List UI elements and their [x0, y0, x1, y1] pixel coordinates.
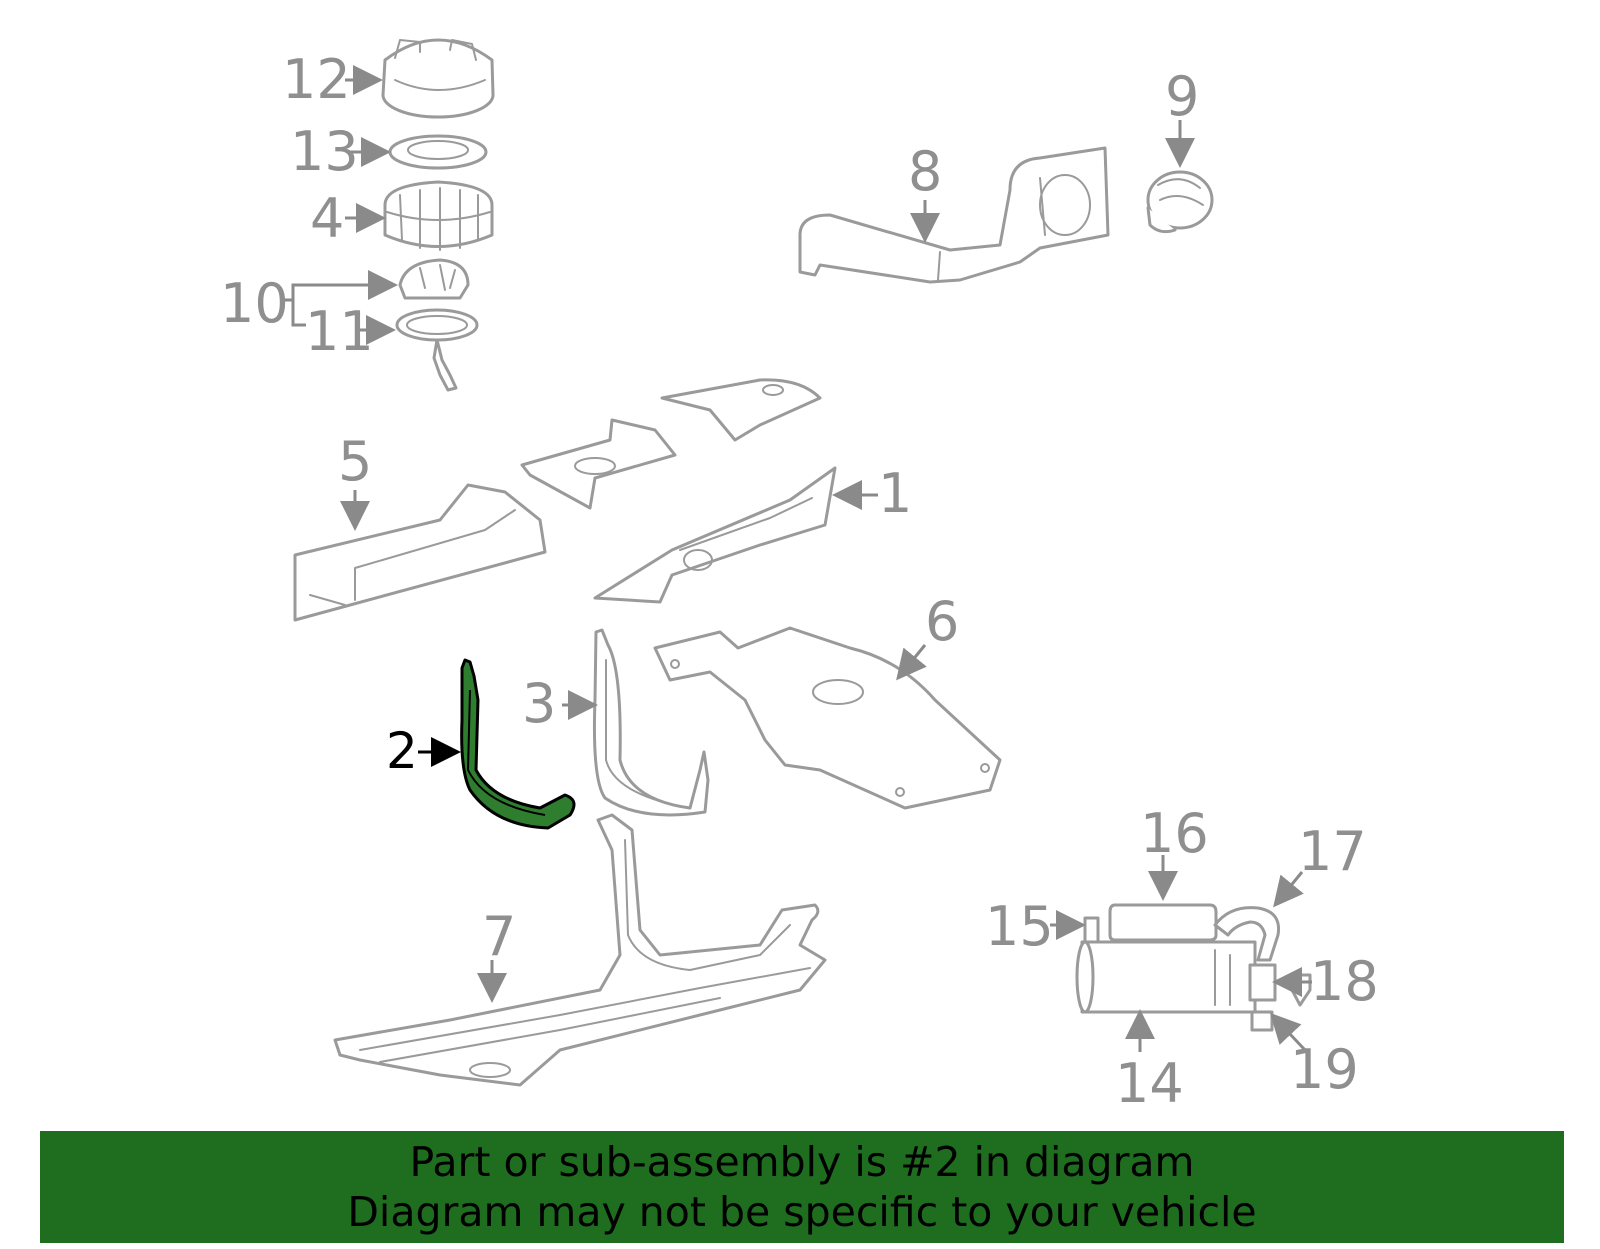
part-10-pump-module	[398, 258, 470, 300]
callout-4: 4	[310, 187, 344, 250]
banner-line-2: Diagram may not be specific to your vehi…	[347, 1188, 1257, 1236]
callout-9: 9	[1165, 65, 1199, 128]
part-11-seal	[395, 308, 479, 392]
callout-17: 17	[1298, 820, 1367, 883]
part-13-ring	[388, 134, 488, 170]
part-5-heat-shield	[293, 483, 547, 622]
part-1-heat-shield	[593, 466, 837, 604]
part-2-fuel-tank-strap	[460, 658, 576, 830]
part-6-skid-plate	[653, 626, 1002, 810]
callout-8: 8	[908, 140, 942, 203]
part-7-lower-skid-plate	[333, 813, 827, 1087]
callout-12: 12	[282, 48, 351, 111]
callout-7: 7	[482, 905, 516, 968]
part-upper-shield	[660, 378, 822, 442]
info-banner: Part or sub-assembly is #2 in diagram Di…	[40, 1131, 1564, 1243]
callout-labels: 12 13 4 10 11 8 9 5 1 3 2 6 7 16 17 15 1…	[220, 48, 1379, 1115]
part-center-shield	[520, 418, 677, 510]
callout-1: 1	[878, 462, 912, 525]
callout-15: 15	[985, 895, 1054, 958]
callout-19: 19	[1290, 1038, 1359, 1101]
part-9-fuel-cap	[1146, 170, 1214, 234]
callout-14: 14	[1115, 1052, 1184, 1115]
part-3-strap	[592, 628, 710, 817]
callout-16: 16	[1140, 802, 1209, 865]
callout-11: 11	[305, 300, 374, 363]
callout-6: 6	[925, 590, 959, 653]
callout-5: 5	[338, 430, 372, 493]
callout-13: 13	[290, 120, 359, 183]
part-8-filler-neck	[798, 146, 1110, 284]
callout-2: 2	[386, 722, 418, 780]
callout-10: 10	[220, 272, 289, 335]
part-12-cap	[381, 38, 495, 119]
callout-arrows	[283, 65, 1312, 1052]
banner-line-1: Part or sub-assembly is #2 in diagram	[409, 1138, 1195, 1186]
callout-3: 3	[522, 672, 556, 735]
part-4-lock-ring	[383, 180, 494, 251]
part-14-canister-assembly	[1075, 903, 1312, 1032]
callout-18: 18	[1310, 950, 1379, 1013]
